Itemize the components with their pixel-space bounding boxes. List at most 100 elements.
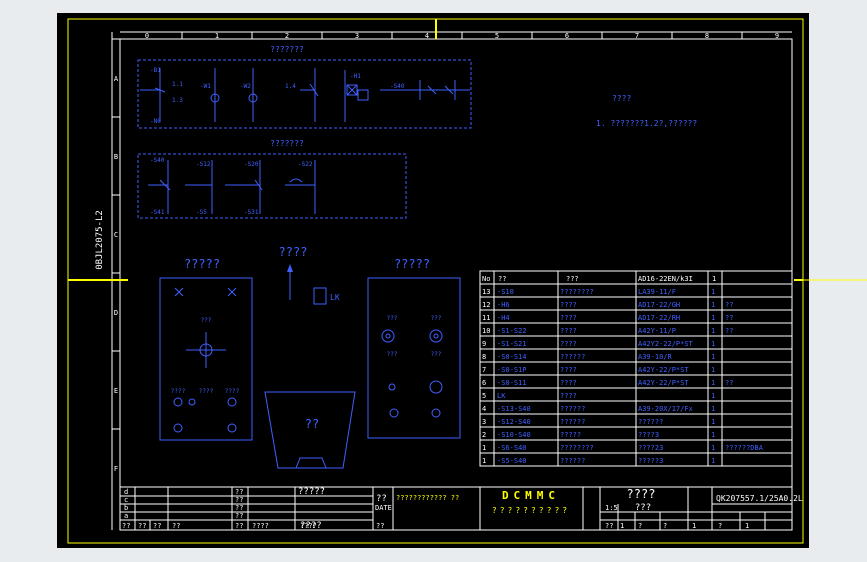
row-no: 12 (482, 301, 490, 309)
left-panel-title: ????? (184, 257, 220, 271)
row-type: A42Y-22/P*ST (638, 379, 689, 387)
title-qq1: ????? (298, 487, 325, 497)
row-qty: 1 (711, 314, 715, 322)
footer-cell: ?? (235, 522, 243, 530)
footer-cell: ?? (376, 522, 384, 530)
row-code: -S0-S1P (497, 366, 527, 374)
company-text: ???????????? ?? (396, 494, 459, 502)
left-panel-btn1-label: ???? (171, 388, 186, 395)
row-name: ???? (560, 314, 577, 322)
footer-cell: ?? (605, 522, 613, 530)
revision-letters: d??c??b??a?? (124, 488, 243, 520)
row-code: -S13-S40 (497, 405, 531, 413)
row-code: -S0-S14 (497, 353, 527, 361)
row-qty: 1 (711, 457, 715, 465)
row-name: ???? (560, 379, 577, 387)
row-name: ???????? (560, 444, 594, 452)
row-type: ????23 (638, 444, 663, 452)
svg-text:-B1: -B1 (150, 67, 161, 74)
row-label: B (114, 153, 118, 161)
svg-text:???: ??? (431, 351, 442, 358)
row-type: LA39-11/F (638, 288, 676, 296)
circuit2-box (137, 153, 407, 219)
scale-value: 1:5 (605, 504, 618, 512)
handle-shape (264, 391, 356, 469)
svg-text:-S41: -S41 (150, 209, 165, 216)
brand-subtitle: ?????????? (492, 506, 570, 515)
row-code: -S12-S40 (497, 418, 531, 426)
svg-text:-N0: -N0 (150, 118, 161, 125)
right-panel-symbols (381, 329, 443, 418)
footer-cell: 1 (745, 522, 749, 530)
row-no: 11 (482, 314, 490, 322)
svg-text:-S31: -S31 (244, 209, 259, 216)
svg-text:-W1: -W1 (200, 83, 211, 90)
row-type: A42Y-22/P*ST (638, 366, 689, 374)
svg-text:???: ??? (387, 315, 398, 322)
svg-text:???: ??? (431, 315, 442, 322)
column-label: 4 (425, 32, 429, 40)
row-qty: 1 (711, 340, 715, 348)
row-label: E (114, 387, 118, 395)
row-name: ????? (560, 431, 581, 439)
row-type: AD17-22/RH (638, 314, 680, 322)
notes-title: ???? (612, 94, 631, 103)
circuit2-wiring (148, 160, 316, 214)
row-qty: 1 (711, 405, 715, 413)
revision-mark: ?? (235, 488, 243, 496)
column-tick-marks (111, 32, 743, 39)
row-name: ?????? (560, 457, 585, 465)
row-name: ???? (560, 392, 577, 400)
row-label: F (114, 465, 118, 473)
row-no: 1 (482, 457, 486, 465)
column-label: 6 (565, 32, 569, 40)
footer-cell: ???? (252, 522, 269, 530)
row-name: ?????? (560, 418, 585, 426)
row-type: A42Y-11/P (638, 327, 676, 335)
row-note: ??????DBA (725, 444, 764, 452)
circuit2-labels: -S40 -S41 -S12 -S5 -S20 -S31 -S22 (150, 157, 313, 216)
title-qq: ???? (627, 487, 656, 501)
footer-cell: ?? (138, 522, 146, 530)
row-label: A (114, 75, 119, 83)
parts-header-name: ??? (566, 275, 579, 283)
row-code: -S1-S21 (497, 340, 527, 348)
row-no: 5 (482, 392, 486, 400)
right-panel (367, 277, 461, 439)
circuit1-wiring (140, 68, 470, 122)
row-no: 3 (482, 418, 486, 426)
row-no: 4 (482, 405, 486, 413)
svg-text:-S40: -S40 (390, 83, 405, 90)
column-label: 2 (285, 32, 289, 40)
row-name: ?????? (560, 405, 585, 413)
revision-mark: ?? (235, 496, 243, 504)
svg-text:1.4: 1.4 (285, 83, 296, 90)
row-qty: 1 (711, 301, 715, 309)
left-panel (159, 277, 253, 441)
left-panel-center-label: ??? (201, 317, 212, 324)
row-note: ?? (725, 314, 733, 322)
revision-letter: a (124, 512, 128, 520)
row-type: ?????? (638, 418, 663, 426)
title-qq2-sub: ??? (635, 503, 651, 513)
row-qty: 1 (711, 288, 715, 296)
row-qty: 1 (711, 327, 715, 335)
row-type: ?????3 (638, 457, 663, 465)
row-code: -S0-S11 (497, 379, 527, 387)
footer-cell: ?? (122, 522, 130, 530)
row-label: D (114, 309, 118, 317)
drawing-background (57, 13, 809, 548)
footer-cells: ??????????????????????1??1?1 (122, 522, 749, 530)
footer-cell: ?? (172, 522, 180, 530)
row-type: ????3 (638, 431, 659, 439)
row-no: 10 (482, 327, 490, 335)
